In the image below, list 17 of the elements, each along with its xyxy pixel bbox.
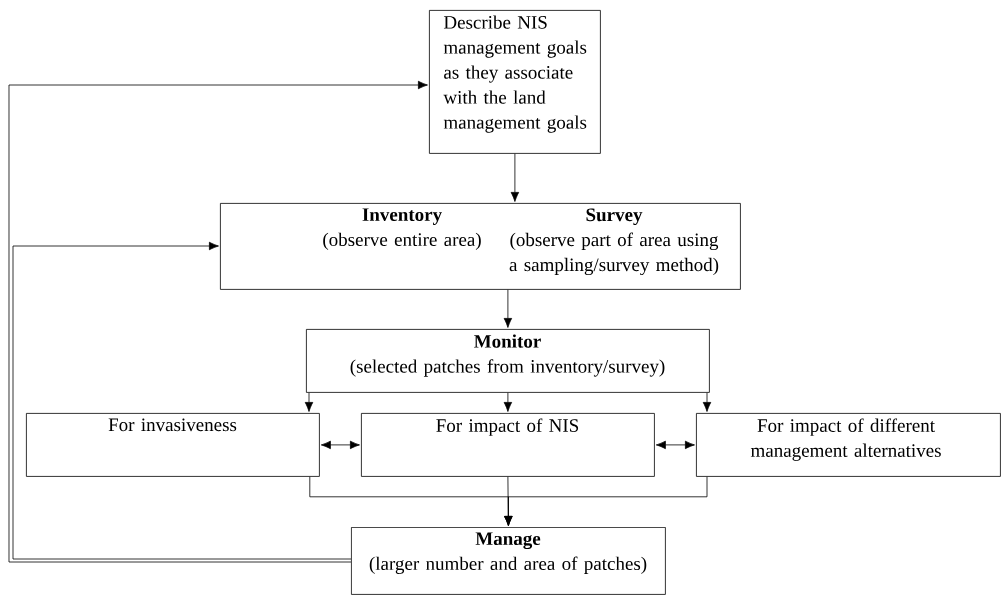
process-box: Inventory (observe entire area) Survey (observe part of area using a sampling/survey method) bbox=[220, 203, 741, 290]
process-box: Describe NIS management goals as they associate with the land management goals bbox=[429, 10, 601, 154]
arrow bbox=[510, 153, 520, 202]
process-box: For impact of different management alternatives bbox=[696, 413, 1001, 477]
arrow bbox=[8, 80, 428, 563]
arrow bbox=[503, 289, 513, 328]
arrow bbox=[304, 392, 314, 412]
arrow bbox=[320, 440, 360, 450]
arrow bbox=[12, 241, 352, 560]
arrow bbox=[503, 392, 513, 412]
arrow bbox=[504, 476, 708, 526]
process-box: Monitor (selected patches from inventory/survey) bbox=[306, 329, 710, 393]
process-box: For impact of NIS bbox=[361, 413, 655, 477]
process-box: Manage (larger number and area of patches) bbox=[351, 527, 666, 595]
process-box: For invasiveness bbox=[26, 413, 320, 477]
arrow bbox=[655, 440, 695, 450]
arrow bbox=[702, 392, 712, 412]
